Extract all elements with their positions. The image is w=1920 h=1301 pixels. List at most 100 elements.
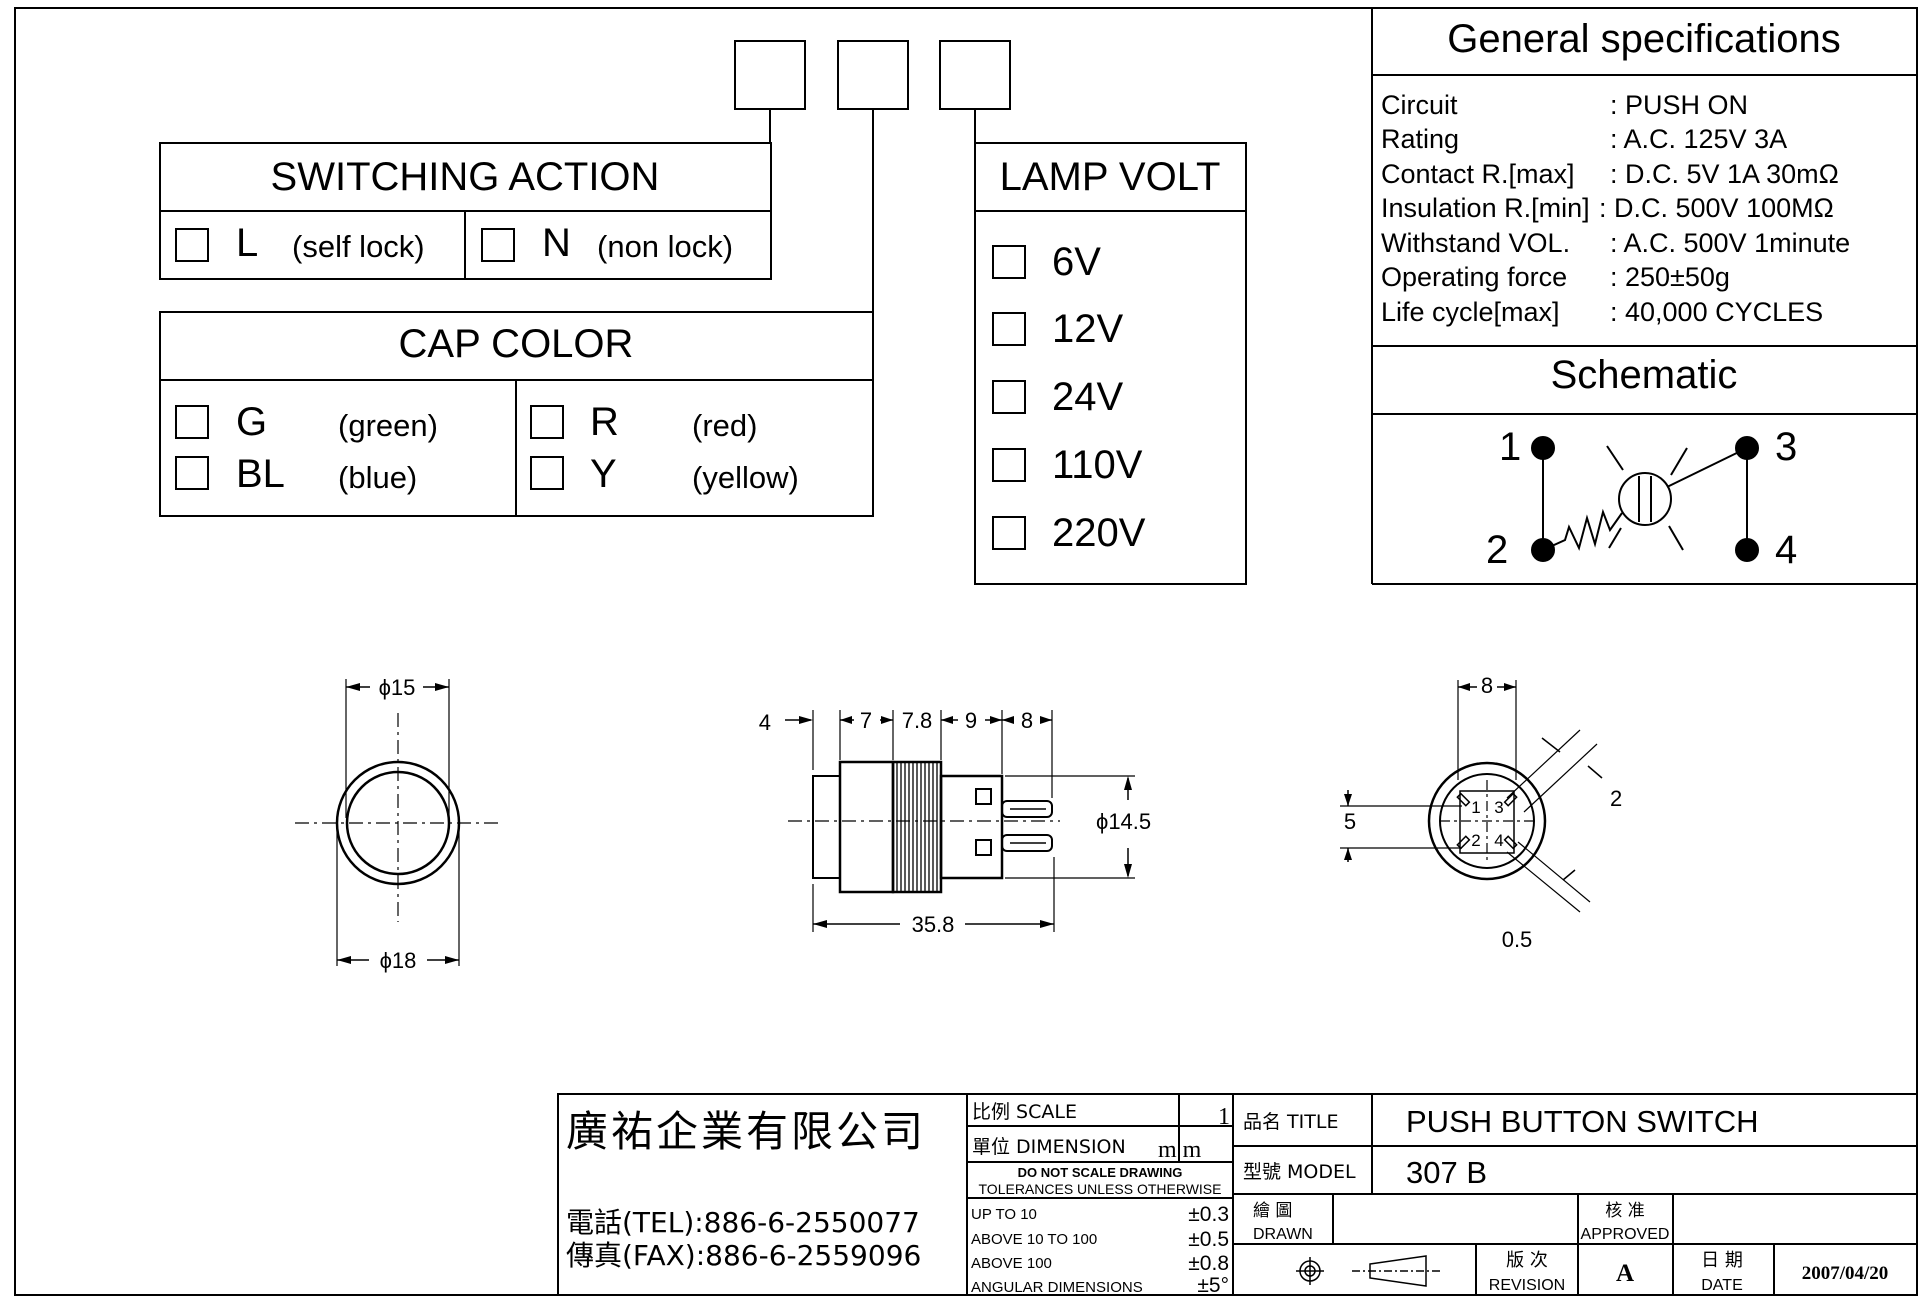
spec-value-insulation: : D.C. 500V 100MΩ — [1599, 193, 1834, 223]
drawn-label-zh: 繪 圖 — [1253, 1201, 1292, 1221]
rear-pin-1: 1 — [1471, 798, 1480, 817]
option-desc-blue: (blue) — [338, 460, 417, 495]
tol-label-1: UP TO 10 — [971, 1206, 1037, 1223]
checkbox-non-lock[interactable] — [481, 228, 515, 262]
tol-value-1: ±0.3 — [1188, 1203, 1229, 1226]
model-value: 307 B — [1406, 1155, 1487, 1190]
option-code-r: R — [590, 400, 619, 444]
lamp-symbol — [1618, 472, 1672, 526]
date-label-zh: 日 期 — [1701, 1250, 1743, 1271]
company-fax: 傳真(FAX):886-6-2559096 — [566, 1239, 921, 1272]
code-box-2 — [837, 40, 909, 110]
tol-value-4: ±5° — [1197, 1274, 1229, 1297]
spec-label-operating: Operating force — [1381, 262, 1567, 292]
option-desc-self-lock: (self lock) — [292, 229, 425, 264]
dim-rear-0-5: 0.5 — [1502, 927, 1533, 952]
spec-label-contact: Contact R.[max] — [1381, 159, 1575, 189]
lamp-volt-table — [974, 142, 1247, 585]
title-value: PUSH BUTTON SWITCH — [1406, 1104, 1759, 1139]
tol-value-3: ±0.8 — [1188, 1252, 1229, 1275]
checkbox-220v[interactable] — [992, 516, 1026, 550]
date-label-en: DATE — [1701, 1277, 1742, 1294]
approved-label-zh: 核 准 — [1605, 1201, 1644, 1221]
option-code-bl: BL — [236, 452, 285, 496]
switching-action-table — [159, 142, 772, 280]
tol-label-2: ABOVE 10 TO 100 — [971, 1231, 1097, 1248]
dim-side-7-8: 7.8 — [902, 708, 933, 733]
tolerances-note: TOLERANCES UNLESS OTHERWISE — [979, 1181, 1222, 1197]
dim-rear-2: 2 — [1610, 786, 1622, 811]
dim-side-35-8: 35.8 — [912, 912, 955, 937]
schematic-pin-1-label: 1 — [1499, 425, 1521, 469]
tol-label-4: ANGULAR DIMENSIONS — [971, 1279, 1143, 1296]
option-code-l: L — [236, 221, 258, 265]
switching-action-title: SWITCHING ACTION — [271, 155, 660, 199]
scale-label: 比例 SCALE — [972, 1101, 1077, 1123]
company-tel: 電話(TEL):886-6-2550077 — [566, 1206, 920, 1239]
checkbox-24v[interactable] — [992, 380, 1026, 414]
option-desc-yellow: (yellow) — [692, 460, 799, 495]
dim-rear-8: 8 — [1481, 673, 1493, 698]
revision-label-zh: 版 次 — [1506, 1250, 1548, 1271]
lamp-volt-title: LAMP VOLT — [1000, 155, 1221, 199]
drawn-label-en: DRAWN — [1253, 1226, 1313, 1243]
scale-value: 1 — [1218, 1104, 1230, 1130]
option-code-y: Y — [590, 452, 617, 496]
checkbox-blue[interactable] — [175, 456, 209, 490]
spec-value-operating: : 250±50g — [1610, 262, 1730, 292]
dim-side-8: 8 — [1021, 708, 1033, 733]
dim-side-phi14-5: ϕ14.5 — [1096, 809, 1151, 834]
schematic-pin-2-label: 2 — [1486, 528, 1508, 572]
spec-label-insulation: Insulation R.[min] — [1381, 193, 1590, 223]
cap-color-table — [159, 311, 874, 517]
model-label: 型號 MODEL — [1243, 1161, 1356, 1183]
title-block — [557, 1093, 1918, 1296]
spec-value-rating: : A.C. 125V 3A — [1610, 124, 1787, 154]
resistor-symbol — [1542, 508, 1623, 551]
rear-pin-3: 3 — [1494, 798, 1503, 817]
spec-label-withstand: Withstand VOL. — [1381, 228, 1570, 258]
title-label: 品名 TITLE — [1243, 1111, 1338, 1133]
pin-4-terminal — [1735, 538, 1759, 562]
company-name: 廣祐企業有限公司 — [566, 1107, 926, 1156]
lamp-option-6v: 6V — [1052, 240, 1101, 284]
dim-side-9: 9 — [965, 708, 977, 733]
cap-color-title: CAP COLOR — [399, 322, 634, 366]
spec-value-circuit: : PUSH ON — [1610, 90, 1748, 120]
schematic-pin-4-label: 4 — [1775, 528, 1797, 572]
spec-label-circuit: Circuit — [1381, 90, 1458, 120]
spec-label-life: Life cycle[max] — [1381, 297, 1560, 327]
dim-rear-5: 5 — [1344, 809, 1356, 834]
spec-value-life: : 40,000 CYCLES — [1610, 297, 1823, 327]
lamp-option-110v: 110V — [1052, 443, 1143, 487]
checkbox-110v[interactable] — [992, 448, 1026, 482]
code-box-3 — [939, 40, 1011, 110]
spec-label-rating: Rating — [1381, 124, 1459, 154]
option-code-n: N — [542, 221, 571, 265]
option-code-g: G — [236, 400, 267, 444]
rear-pin-4: 4 — [1494, 831, 1503, 850]
lamp-option-24v: 24V — [1052, 375, 1123, 419]
code-box-1 — [734, 40, 806, 110]
checkbox-self-lock[interactable] — [175, 228, 209, 262]
checkbox-6v[interactable] — [992, 245, 1026, 279]
spec-value-contact: : D.C. 5V 1A 30mΩ — [1610, 159, 1839, 189]
dim-side-7: 7 — [860, 708, 872, 733]
checkbox-yellow[interactable] — [530, 456, 564, 490]
schematic-pin-3-label: 3 — [1775, 425, 1797, 469]
checkbox-red[interactable] — [530, 405, 564, 439]
option-desc-red: (red) — [692, 408, 757, 443]
checkbox-12v[interactable] — [992, 312, 1026, 346]
lamp-option-12v: 12V — [1052, 307, 1123, 351]
spec-title: General specifications — [1447, 17, 1841, 61]
spec-panel — [1371, 8, 1917, 585]
rear-pin-2: 2 — [1471, 831, 1480, 850]
projection-symbol-icon — [1296, 1255, 1440, 1287]
tol-label-3: ABOVE 100 — [971, 1255, 1052, 1272]
dim-front-phi18: ϕ18 — [380, 948, 417, 973]
no-scale-note: DO NOT SCALE DRAWING — [1018, 1165, 1183, 1180]
side-view — [785, 710, 1135, 932]
checkbox-green[interactable] — [175, 405, 209, 439]
revision-value: A — [1616, 1260, 1634, 1287]
